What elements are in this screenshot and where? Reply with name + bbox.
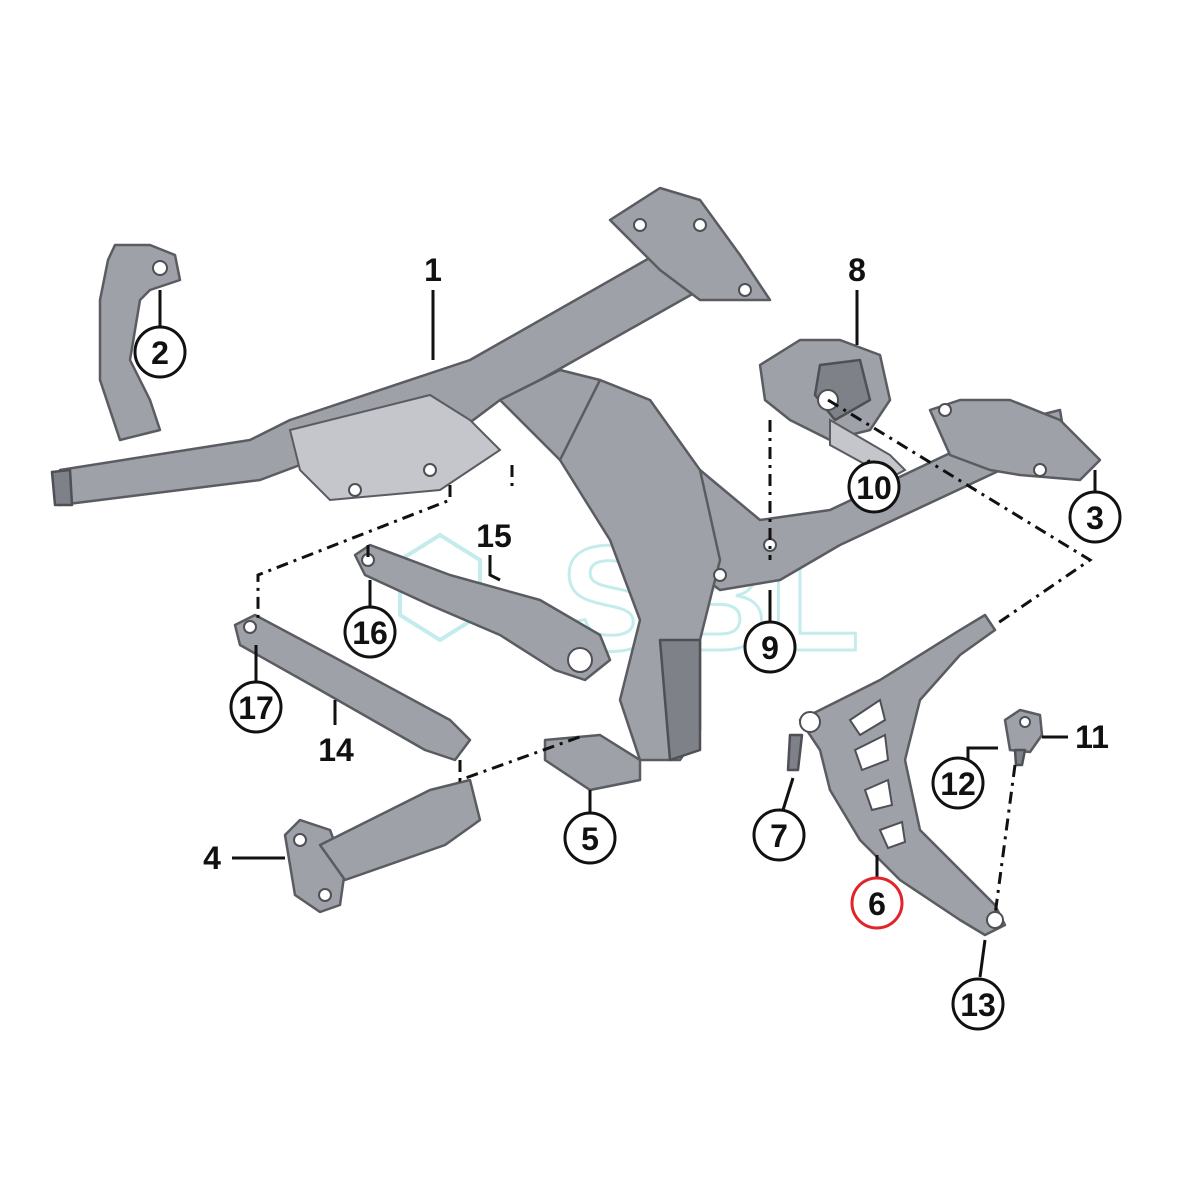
strut-part-14 (233, 613, 472, 762)
callout-7: 7 (770, 818, 788, 854)
callout-16-circle (343, 605, 397, 659)
callout-11: 11 (1075, 719, 1109, 755)
callout-1: 1 (424, 252, 442, 288)
callout-7-circle (752, 808, 806, 862)
bolt-part-7 (786, 733, 804, 772)
control-arm-part-6 (798, 613, 1007, 937)
callouts: 1 2 3 4 5 6 7 8 9 10 11 12 13 14 (133, 252, 1122, 1031)
bracket-part-2 (98, 243, 182, 442)
callout-10: 10 (856, 470, 892, 506)
callout-8: 8 (848, 252, 866, 288)
callout-15: 15 (476, 518, 512, 554)
callout-10-circle (847, 460, 901, 514)
callout-13: 13 (960, 987, 996, 1023)
callout-3: 3 (1086, 500, 1104, 536)
callout-13-circle (951, 977, 1005, 1031)
engine-mount-part-8 (758, 338, 907, 480)
callout-3-circle (1068, 490, 1122, 544)
callout-9-circle (743, 620, 797, 674)
callout-17: 17 (238, 690, 274, 726)
callout-17-circle (229, 680, 283, 734)
callout-9: 9 (761, 630, 779, 666)
ball-joint-part-11 (1003, 708, 1044, 767)
callout-2-circle (133, 325, 187, 379)
callout-4: 4 (203, 840, 221, 876)
callout-12: 12 (940, 766, 976, 802)
callout-5: 5 (581, 821, 599, 857)
callout-2: 2 (151, 335, 169, 371)
callout-6-circle (850, 876, 904, 930)
brace-part-15 (353, 543, 612, 682)
callout-14: 14 (318, 732, 354, 768)
connection-lines (256, 398, 1093, 916)
callout-5-circle (563, 811, 617, 865)
bracket-part-4 (283, 778, 482, 914)
callout-6: 6 (868, 886, 886, 922)
callout-16: 16 (352, 615, 388, 651)
callout-12-circle (931, 756, 985, 810)
subframe-part-1 (50, 186, 1102, 792)
